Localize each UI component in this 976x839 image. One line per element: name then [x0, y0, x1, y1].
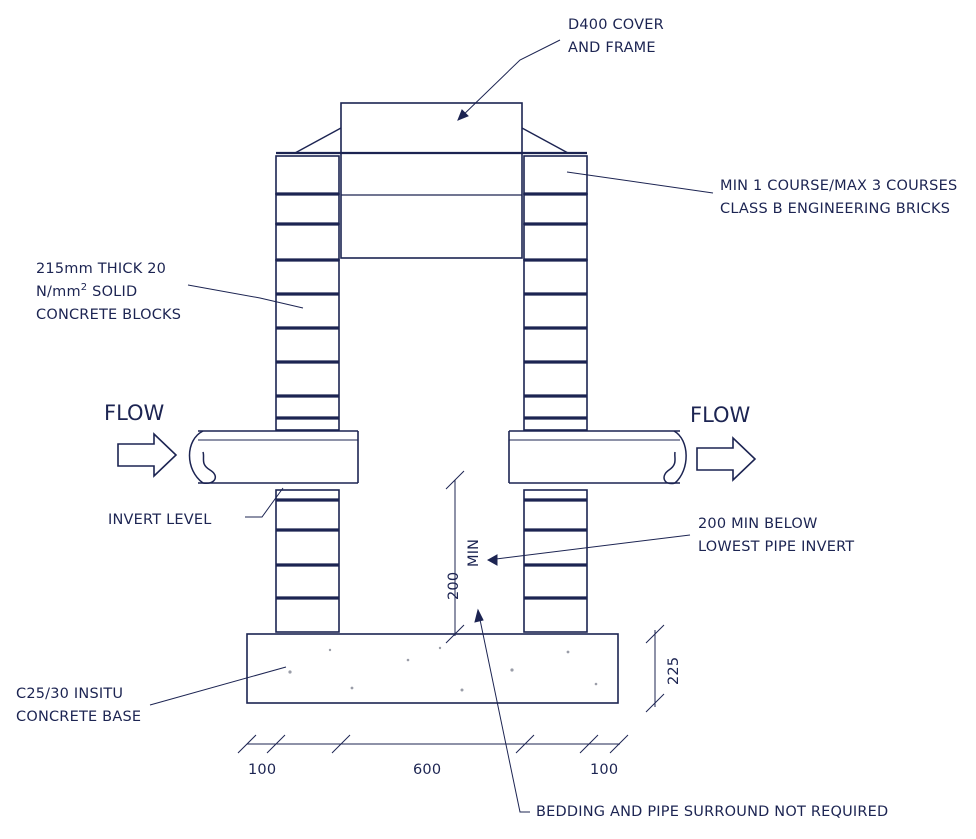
base-thickness-dimension: 225 [666, 657, 682, 685]
chamber-width-dimension: 600 [413, 762, 441, 778]
sump-dimension-unit: MIN [466, 539, 482, 567]
brick-label-line1: MIN 1 COURSE/MAX 3 COURSES [720, 178, 957, 194]
left-wall [275, 155, 340, 633]
right-wall-dimension: 100 [590, 762, 618, 778]
flow-right-arrow [696, 436, 757, 482]
left-brick-course [275, 223, 340, 261]
cover-label-line1: D400 COVER [568, 17, 664, 33]
below-invert-line1: 200 MIN BELOW [698, 516, 818, 532]
brick-label-line2: CLASS B ENGINEERING BRICKS [720, 201, 950, 217]
base-label-line2: CONCRETE BASE [16, 709, 141, 725]
right-block-lower [523, 489, 588, 633]
left-block-upper [275, 259, 340, 431]
block-label-line1: 215mm THICK 20 [36, 261, 166, 277]
right-block-upper [523, 259, 588, 431]
flow-right-label: FLOW [690, 403, 751, 427]
right-wall [523, 155, 588, 633]
invert-level-label: INVERT LEVEL [108, 512, 212, 528]
left-block-lower [275, 489, 340, 633]
left-wall-dimension: 100 [248, 762, 276, 778]
block-label-line2: N/mm2 SOLID [36, 282, 137, 300]
right-brick-course [523, 223, 588, 261]
bedding-label: BEDDING AND PIPE SURROUND NOT REQUIRED [536, 804, 888, 820]
right-mortar-joints [524, 192, 587, 600]
base-aggregate [288, 646, 598, 692]
concrete-base [246, 633, 619, 704]
flow-left-arrow [117, 432, 178, 478]
cover-frame [340, 102, 523, 259]
left-brick-course [275, 155, 340, 195]
flow-left-label: FLOW [104, 401, 165, 425]
inlet-pipe [188, 430, 359, 485]
left-brick-course [275, 193, 340, 225]
sump-dimension-value: 200 [446, 572, 462, 600]
below-invert-line2: LOWEST PIPE INVERT [698, 539, 854, 555]
right-brick-course [523, 193, 588, 225]
base-label-line1: C25/30 INSITU [16, 686, 123, 702]
cover-and-frame [276, 102, 587, 259]
leader-lines [149, 39, 714, 813]
block-label-line3: CONCRETE BLOCKS [36, 307, 181, 323]
dimension-lines [237, 470, 665, 754]
right-brick-course [523, 155, 588, 195]
cover-label-line2: AND FRAME [568, 40, 656, 56]
outlet-pipe [508, 430, 687, 485]
left-mortar-joints [276, 192, 339, 600]
